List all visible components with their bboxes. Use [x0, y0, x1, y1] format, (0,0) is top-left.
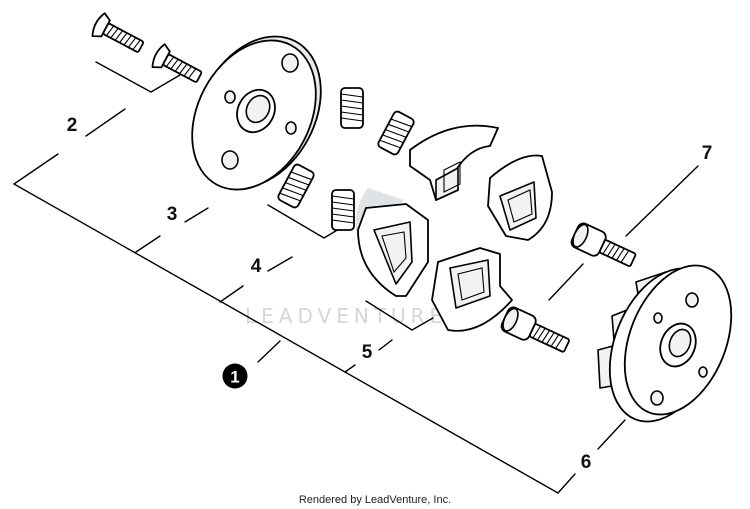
callout-1-badge: 1 [222, 363, 248, 389]
screw-upper [91, 12, 144, 53]
callout-3: 3 [167, 204, 178, 225]
clutch-shoe-top [409, 124, 499, 201]
spring-2 [377, 110, 415, 156]
callout-1: 1 [230, 368, 239, 387]
bolt-upper [570, 222, 637, 267]
clutch-shoe-bottom [431, 247, 513, 332]
clutch-shoe-left [357, 203, 429, 297]
clutch-hub [597, 264, 733, 423]
spring-4 [331, 189, 355, 231]
clutch-plate [191, 35, 322, 191]
spring-1 [340, 87, 364, 129]
callout-5: 5 [362, 342, 373, 363]
footer-credit: Rendered by LeadVenture, Inc. [299, 494, 451, 506]
bolt-lower [500, 306, 570, 353]
callout-2: 2 [67, 115, 78, 136]
callout-6: 6 [581, 452, 592, 473]
screw-lower [151, 43, 203, 83]
spring-3 [277, 163, 315, 209]
watermark-text: LEADVENTURE [245, 304, 447, 328]
clutch-shoe-right [487, 154, 553, 241]
callout-4: 4 [251, 256, 262, 277]
callout-7: 7 [702, 143, 713, 164]
